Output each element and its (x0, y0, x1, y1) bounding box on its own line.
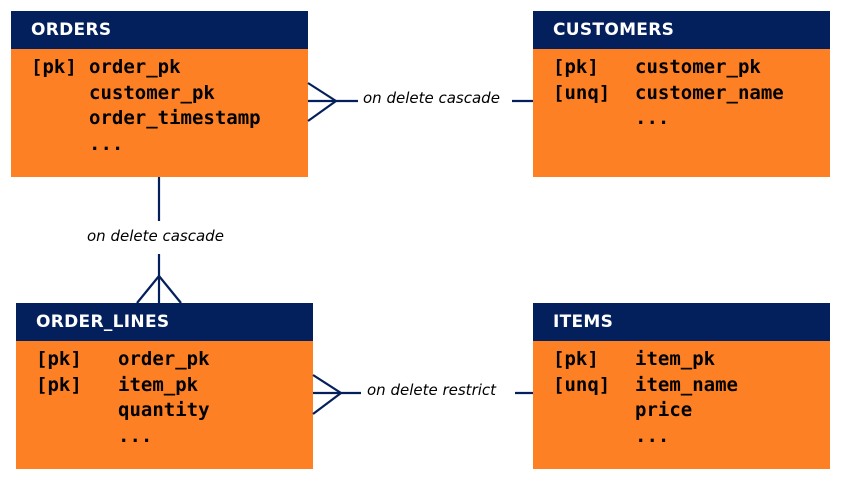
column-name: ... (118, 424, 153, 447)
relationship-label-orders-customers: on delete cascade (363, 89, 500, 107)
column-row: [pk] item_pk (36, 373, 313, 399)
column-row: price (553, 398, 830, 424)
entity-customers: CUSTOMERS [pk] customer_pk [unq] custome… (533, 11, 830, 177)
column-name: item_pk (118, 373, 199, 396)
column-key: [pk] (36, 373, 82, 396)
column-row: [unq] customer_name (553, 81, 830, 107)
column-name: order_pk (118, 348, 210, 370)
entity-order-lines-columns: [pk] order_pk [pk] item_pk quantity ... (16, 341, 313, 449)
column-row: ... (31, 132, 308, 158)
column-name: customer_pk (89, 81, 215, 104)
column-row: [pk] order_pk (36, 347, 313, 373)
entity-orders-columns: [pk] order_pk customer_pk order_timestam… (11, 49, 308, 157)
column-row: quantity (36, 398, 313, 424)
column-name: ... (635, 424, 670, 447)
column-key: [pk] (553, 348, 599, 370)
column-name: ... (89, 132, 124, 155)
column-row: [pk] customer_pk (553, 55, 830, 81)
entity-order-lines: ORDER_LINES [pk] order_pk [pk] item_pk q… (16, 303, 313, 469)
entity-customers-title: CUSTOMERS (533, 11, 830, 49)
column-key: [unq] (553, 81, 611, 104)
column-name: customer_pk (635, 56, 761, 78)
column-name: order_timestamp (89, 107, 261, 129)
column-row: [pk] order_pk (31, 55, 308, 81)
column-row: ... (36, 424, 313, 450)
column-name: customer_name (635, 81, 784, 104)
entity-order-lines-title: ORDER_LINES (16, 303, 313, 341)
relationship-label-orders-order-lines: on delete cascade (87, 227, 224, 245)
column-row: [pk] item_pk (553, 347, 830, 373)
entity-orders-title: ORDERS (11, 11, 308, 49)
entity-items-title: ITEMS (533, 303, 830, 341)
entity-items-columns: [pk] item_pk [unq] item_name price ... (533, 341, 830, 449)
column-key: [pk] (553, 56, 599, 78)
column-row: ... (553, 424, 830, 450)
entity-customers-columns: [pk] customer_pk [unq] customer_name ... (533, 49, 830, 132)
column-name: price (635, 399, 693, 421)
column-key: [pk] (31, 56, 77, 78)
column-row: [unq] item_name (553, 373, 830, 399)
column-key: [unq] (553, 373, 611, 396)
column-name: item_pk (635, 348, 716, 370)
entity-items: ITEMS [pk] item_pk [unq] item_name price… (533, 303, 830, 469)
column-row: ... (553, 106, 830, 132)
connector-orders-order-lines (136, 177, 182, 304)
column-name: order_pk (89, 56, 181, 78)
column-row: customer_pk (31, 81, 308, 107)
relationship-label-order-lines-items: on delete restrict (367, 381, 497, 399)
column-name: quantity (118, 399, 210, 421)
connector-orders-customers (307, 82, 533, 122)
column-name: ... (635, 107, 670, 129)
column-name: item_name (635, 373, 738, 396)
entity-orders: ORDERS [pk] order_pk customer_pk order_t… (11, 11, 308, 177)
connector-order-lines-items (312, 374, 533, 415)
column-key: [pk] (36, 348, 82, 370)
column-row: order_timestamp (31, 106, 308, 132)
